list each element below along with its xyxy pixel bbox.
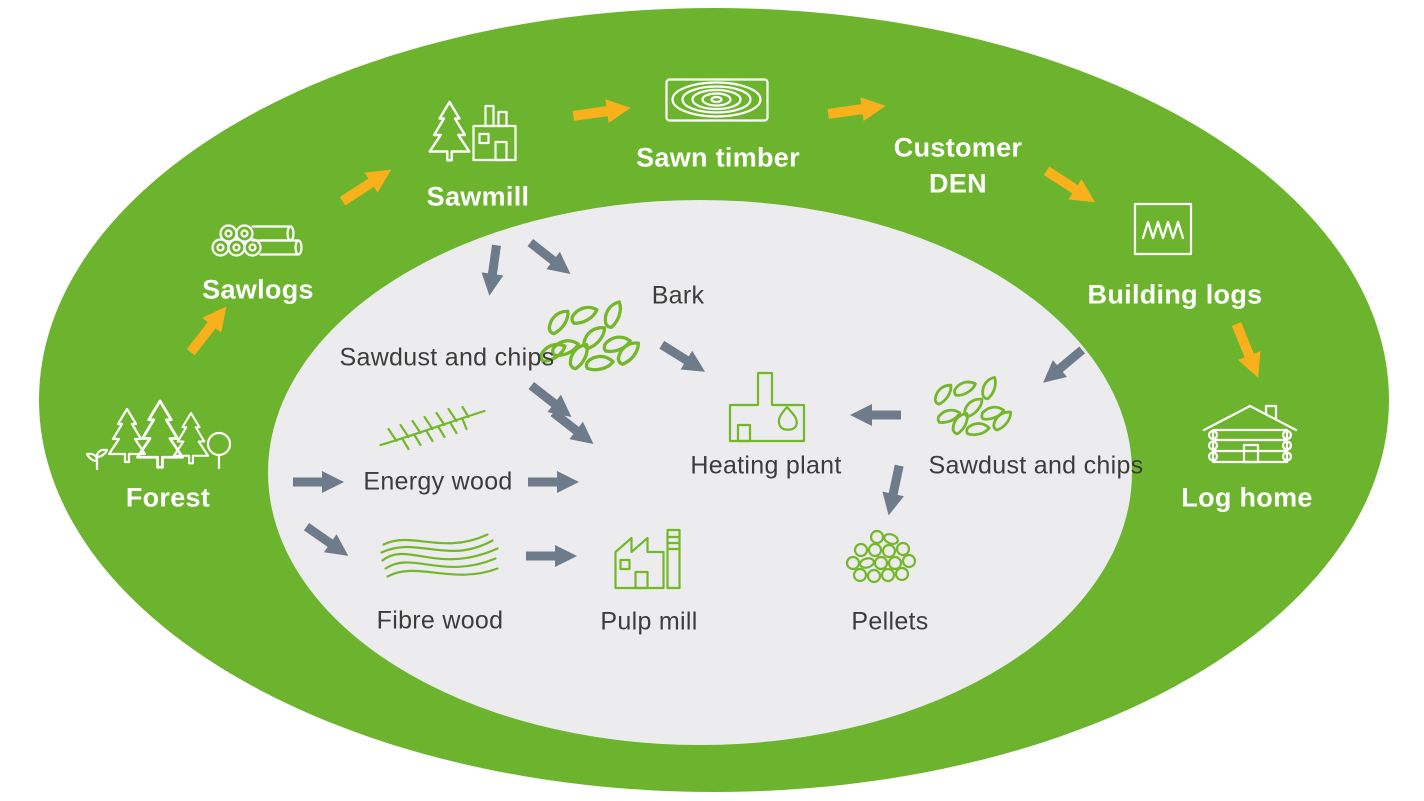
forest-label: Forest <box>125 482 211 513</box>
arrow-sawdust-right-to-pellets <box>882 464 904 516</box>
wood-chips-pile-icon <box>913 371 1023 443</box>
log-home-icon <box>1200 399 1300 465</box>
fibre-wood-label: Fibre wood <box>376 606 504 635</box>
heating-plant-label: Heating plant <box>690 451 842 480</box>
wood-chips-pile-icon <box>531 295 646 380</box>
pellets-label: Pellets <box>851 607 929 636</box>
sawlogs-icon <box>211 204 306 259</box>
building-logs-icon <box>1132 201 1194 257</box>
pulp-mill-label: Pulp mill <box>600 607 698 636</box>
forest-icon <box>85 397 235 477</box>
arrow-customer-to-building-logs <box>1043 166 1096 203</box>
heating-plant-flame-icon <box>720 365 812 443</box>
arrow-sawdust-left-down-2 <box>550 409 594 445</box>
arrow-sawn-timber-to-customer <box>827 97 886 122</box>
arrow-into-energy-wood <box>293 471 344 493</box>
customer-label-line2: DEN <box>929 169 987 199</box>
arrow-sawdust-right-to-heating-plant <box>850 404 901 426</box>
arrow-sawmill-to-sawdust-left <box>481 244 504 296</box>
arrow-building-logs-to-sawdust-right <box>1043 346 1086 383</box>
sawmill-label: Sawmill <box>426 181 530 212</box>
arrow-sawlogs-to-sawmill <box>339 169 392 206</box>
bark-label: Bark <box>651 281 705 310</box>
sawn-timber-label: Sawn timber <box>636 142 800 173</box>
arrow-sawmill-to-sawn-timber <box>572 99 631 124</box>
arrow-into-fibre-wood <box>303 522 349 556</box>
pulp-mill-factory-icon <box>608 522 693 590</box>
sawdust-left-label: Sawdust and chips <box>339 343 555 372</box>
arrow-bark-to-heating-plant <box>659 340 706 372</box>
arrow-sawmill-to-bark <box>527 239 571 275</box>
sawdust-right-label: Sawdust and chips <box>928 451 1144 480</box>
byproducts-ellipse <box>268 200 1132 745</box>
arrow-building-logs-to-log-home <box>1231 322 1261 378</box>
sawn-timber-icon <box>665 78 770 123</box>
arrow-energy-wood-to-heating-plant <box>528 471 579 493</box>
fibre-strands-icon <box>378 531 503 586</box>
customer-label-line1: Customer <box>893 132 1023 163</box>
building-logs-label: Building logs <box>1087 279 1263 310</box>
customer-den-label: Customer DEN <box>894 130 1022 203</box>
sawmill-icon <box>428 96 525 168</box>
arrow-sawdust-left-down-1 <box>528 382 572 418</box>
pellets-pile-icon <box>837 525 925 587</box>
sawlogs-label: Sawlogs <box>202 274 314 305</box>
arrow-fibre-wood-to-pulp-mill <box>526 545 577 567</box>
arrow-forest-to-sawlogs <box>186 306 227 356</box>
log-home-label: Log home <box>1181 482 1313 513</box>
conifer-branch-icon <box>375 403 490 451</box>
energy-wood-label: Energy wood <box>363 467 513 496</box>
